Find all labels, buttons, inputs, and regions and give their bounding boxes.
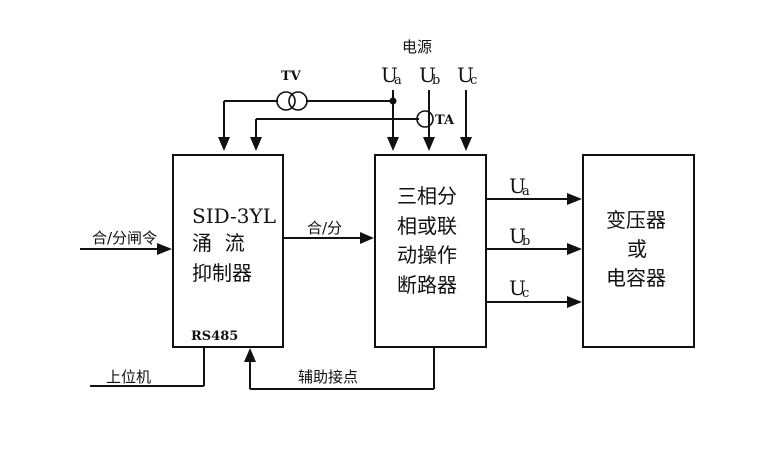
controller-model: SID-3YL xyxy=(192,204,276,228)
svg-text:a: a xyxy=(394,73,402,88)
tv-arrow xyxy=(218,137,230,151)
phase-label-c: U c xyxy=(457,63,477,88)
phase-label-b: U b xyxy=(419,63,440,88)
aux-arrow xyxy=(244,348,256,362)
load-box xyxy=(582,154,695,348)
junction-dot xyxy=(389,97,397,105)
tv-transformer-icon xyxy=(276,91,308,111)
controller-name-line1: 涌 流 xyxy=(192,231,245,255)
svg-text:U: U xyxy=(457,63,474,87)
command-input-label: 合/分闸令 xyxy=(92,229,157,247)
controller-name-line2: 抑制器 xyxy=(192,261,252,285)
svg-text:U: U xyxy=(509,224,526,248)
breaker-line-1: 三相分 xyxy=(397,184,457,208)
svg-text:c: c xyxy=(522,286,529,301)
phase-a-arrow xyxy=(387,137,399,151)
aux-contact-label: 辅助接点 xyxy=(298,368,358,386)
breaker-box xyxy=(374,154,487,348)
output-phase-c: U c xyxy=(486,276,582,308)
svg-text:U: U xyxy=(509,174,526,198)
svg-text:U: U xyxy=(509,276,526,300)
svg-text:b: b xyxy=(522,234,530,249)
host-label: 上位机 xyxy=(106,368,151,386)
ta-transformer-icon xyxy=(416,110,434,128)
tv-label: TV xyxy=(281,69,302,84)
load-line-2: 或 xyxy=(627,237,647,261)
output-phase-a: U a xyxy=(486,174,582,205)
control-output-label: 合/分 xyxy=(307,219,342,237)
breaker-line-4: 断路器 xyxy=(397,273,457,297)
load-line-3: 电容器 xyxy=(606,266,666,290)
svg-text:U: U xyxy=(419,63,436,87)
output-phase-b: U b xyxy=(486,224,582,255)
breaker-line-2: 相或联 xyxy=(397,214,457,238)
svg-text:a: a xyxy=(522,184,530,199)
ta-label: TA xyxy=(435,113,455,128)
ta-arrow xyxy=(250,137,262,151)
command-input-arrow xyxy=(157,243,172,255)
svg-text:c: c xyxy=(470,73,477,88)
controller-box xyxy=(172,154,284,348)
load-line-1: 变压器 xyxy=(606,208,666,232)
rs485-port-label: RS485 xyxy=(191,329,238,344)
phase-c-arrow xyxy=(460,137,472,151)
svg-text:U: U xyxy=(381,63,398,87)
phase-b-arrow xyxy=(423,137,435,151)
control-output-arrow xyxy=(360,232,374,244)
breaker-line-3: 动操作 xyxy=(397,243,457,267)
power-source-label: 电源 xyxy=(402,38,432,56)
svg-text:b: b xyxy=(432,73,440,88)
phase-label-a: U a xyxy=(381,63,402,88)
